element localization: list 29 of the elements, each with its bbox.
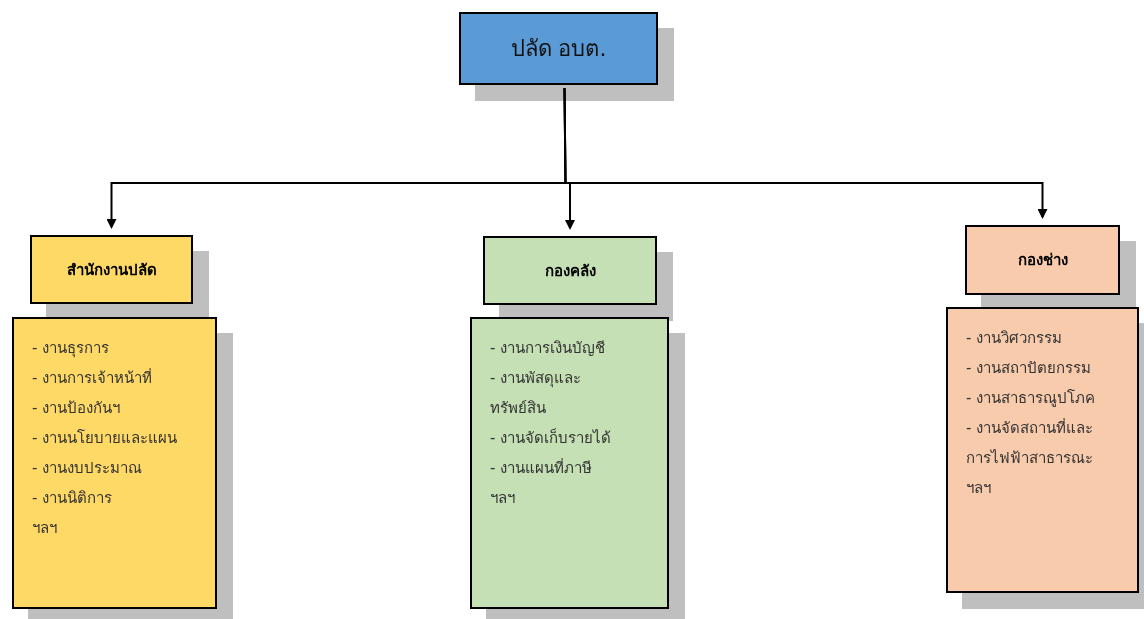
box-heading: กองคลัง <box>544 260 596 282</box>
list-item: - งานจัดสถานที่และการไฟฟ้าสาธารณะ <box>966 417 1095 469</box>
box-title: ปลัด อบต. <box>510 35 607 63</box>
box-heading: กองช่าง <box>1017 250 1068 271</box>
heading-box <box>483 236 657 305</box>
list-item: ฯลฯ <box>32 518 57 539</box>
box-heading: สำนักงานปลัด <box>66 259 157 281</box>
list-item: - งานนโยบายและแผน <box>32 428 178 449</box>
list-item: ฯลฯ <box>490 488 515 509</box>
list-item: - งานสถาปัตยกรรม <box>966 358 1092 379</box>
title-box <box>459 12 658 85</box>
list-box <box>946 307 1139 593</box>
list-item: - งานจัดเก็บรายได้ <box>490 427 612 449</box>
heading-box <box>30 235 193 304</box>
list-item: - งานการเจ้าหน้าที่ <box>32 367 153 389</box>
heading-box <box>965 225 1120 295</box>
connector-arrow <box>563 87 1048 219</box>
list-item: - งานธุรการ <box>32 338 110 360</box>
list-item: - งานวิศวกรรม <box>966 328 1063 349</box>
list-item: - งานแผนที่ภาษี <box>490 457 593 479</box>
list-item: - งานงบประมาณ <box>32 458 143 479</box>
list-item: - งานการเงินบัญชี <box>490 338 606 359</box>
list-item: - งานสาธารณูปโภค <box>966 388 1096 409</box>
list-item: - งานพัสดุและทรัพย์สิน <box>490 368 583 419</box>
list-item: - งานนิติการ <box>32 488 113 509</box>
list-item: ฯลฯ <box>966 478 991 499</box>
list-box <box>12 317 217 609</box>
list-item: - งานป้องกันฯ <box>32 398 121 419</box>
list-box <box>470 317 669 609</box>
